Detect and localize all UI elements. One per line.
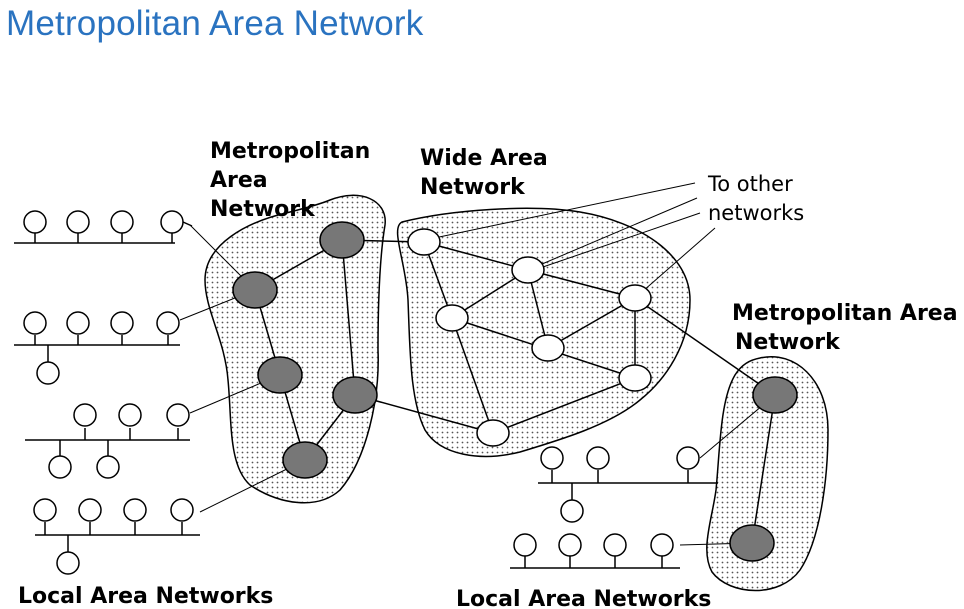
- lan-host-icon: [33, 498, 57, 522]
- wan-nodes: [407, 228, 652, 447]
- man-router-node: [282, 441, 328, 479]
- wan-node: [476, 419, 510, 447]
- man-routers: [232, 221, 798, 562]
- man-left-label-line2: Area: [210, 168, 268, 193]
- lan-host-icon: [586, 446, 610, 470]
- man-left-label-line3: Network: [210, 197, 316, 222]
- man-router-node: [232, 271, 278, 309]
- lan-host-icon: [56, 551, 80, 575]
- wan-node: [618, 284, 652, 312]
- man-right-link: [751, 394, 776, 544]
- lan-host-icon: [36, 361, 60, 385]
- wan-node: [435, 304, 469, 332]
- to-other-label-line1: To other: [707, 172, 793, 196]
- wan-label-line2: Network: [420, 175, 526, 200]
- lan-host-icon: [66, 210, 90, 234]
- man-router-node: [729, 524, 775, 562]
- lan-host-icon: [170, 498, 194, 522]
- lan-host-icon: [603, 533, 627, 557]
- to-other-label-line2: networks: [708, 201, 804, 225]
- lan-left-label: Local Area Networks: [18, 584, 273, 609]
- lan-left-4: [33, 498, 200, 575]
- lan-right-label: Local Area Networks: [456, 587, 711, 609]
- lan-host-icon: [110, 210, 134, 234]
- lan-host-icon: [560, 499, 584, 523]
- man-router-node: [319, 221, 365, 259]
- man-right-label-line1: Metropolitan Area: [732, 301, 958, 326]
- man-router-node: [257, 356, 303, 394]
- lan-host-icon: [156, 311, 180, 335]
- wan-label-line1: Wide Area: [420, 146, 548, 171]
- lan-host-icon: [650, 533, 674, 557]
- lan-host-icon: [540, 446, 564, 470]
- lan-host-icon: [48, 455, 72, 479]
- lan-left-2: [14, 311, 180, 385]
- lan-left-1: [14, 210, 193, 244]
- page-title: Metropolitan Area Network: [6, 4, 424, 43]
- wan-node: [407, 228, 441, 256]
- lan-right-2: [510, 533, 680, 569]
- man-right-label-line2: Network: [735, 330, 841, 355]
- lan-host-icon: [513, 533, 537, 557]
- wan-node: [618, 364, 652, 392]
- man-router-node: [332, 376, 378, 414]
- lan-host-icon: [123, 498, 147, 522]
- lan-host-icon: [78, 498, 102, 522]
- lan-host-icon: [160, 210, 184, 234]
- to-other-pointers: [424, 182, 716, 299]
- lan-host-icon: [676, 446, 700, 470]
- lan-host-icon: [558, 533, 582, 557]
- lan-left-3: [25, 403, 190, 479]
- lan-host-icon: [73, 403, 97, 427]
- man-router-node: [752, 376, 798, 414]
- wan-node: [531, 334, 565, 362]
- lan-host-icon: [118, 403, 142, 427]
- man-left-label-line1: Metropolitan: [210, 139, 370, 164]
- lan-host-icon: [66, 311, 90, 335]
- lan-host-icon: [23, 210, 47, 234]
- lan-right-1: [538, 446, 718, 523]
- lan-host-icon: [110, 311, 134, 335]
- wan-node: [511, 256, 545, 284]
- lan-host-icon: [96, 455, 120, 479]
- lan-host-icon: [166, 403, 190, 427]
- lan-host-icon: [23, 311, 47, 335]
